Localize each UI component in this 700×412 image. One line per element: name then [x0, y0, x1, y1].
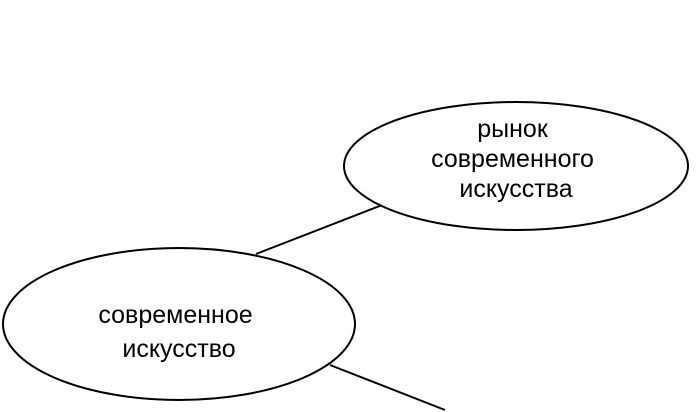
edge-art-to-market	[255, 204, 383, 255]
edge-art-to-offscreen	[329, 364, 446, 411]
node-contemporary-art[interactable]: современное искусство	[2, 247, 356, 401]
node-contemporary-art-market-ellipse	[343, 101, 689, 231]
node-contemporary-art-market[interactable]: рынок современного искусства	[343, 101, 689, 231]
label-line: искусство	[122, 335, 235, 363]
label-line: искусства	[459, 175, 572, 203]
label-line: современного	[431, 145, 594, 173]
node-contemporary-art-market-label: рынок современного искусства	[431, 115, 601, 203]
label-line: рынок	[477, 115, 549, 143]
node-contemporary-art-label: современное искусство	[98, 301, 259, 363]
node-contemporary-art-ellipse	[2, 247, 356, 401]
label-line: современное	[98, 301, 252, 329]
